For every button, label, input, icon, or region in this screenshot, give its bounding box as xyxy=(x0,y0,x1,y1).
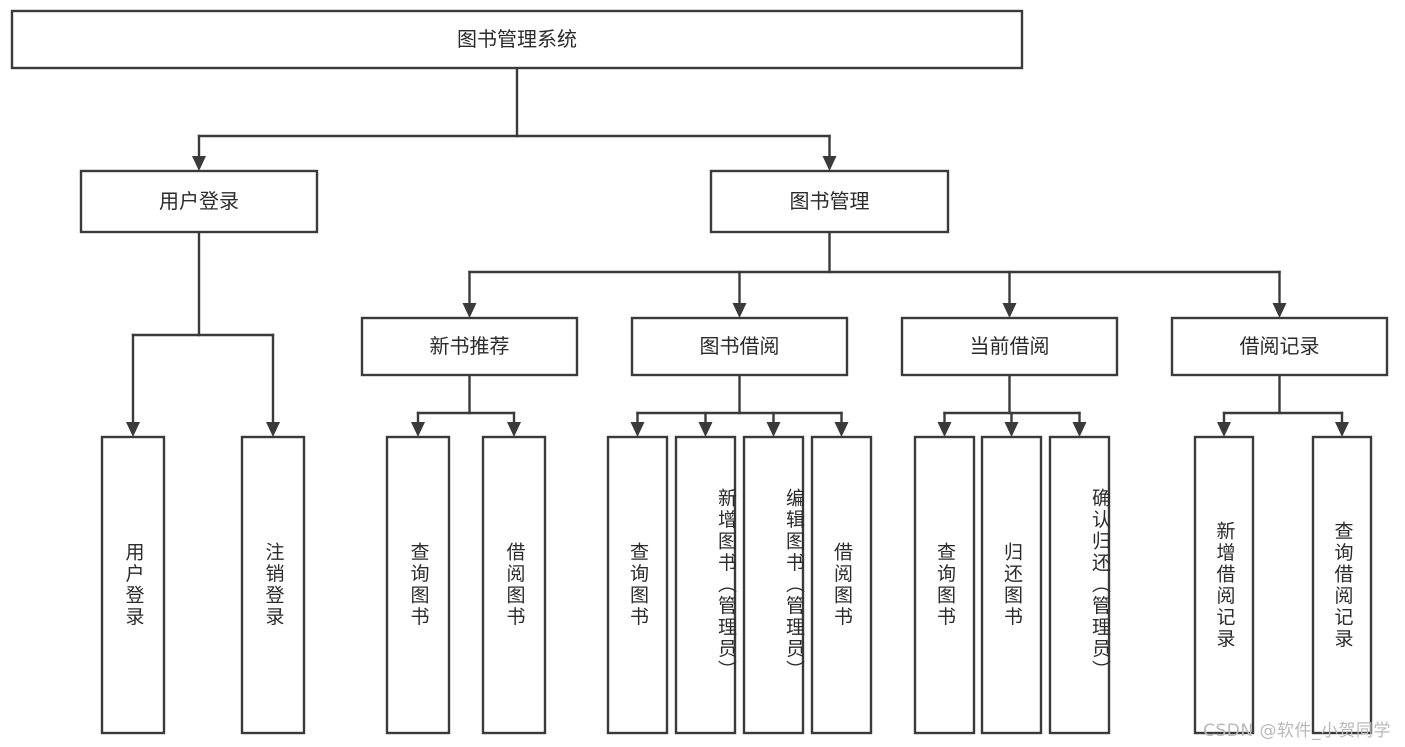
leaf-query-book-2-box[interactable] xyxy=(606,435,669,735)
leaf-user-login-arrow-icon xyxy=(126,422,140,437)
current-borrow-box[interactable] xyxy=(900,316,1119,377)
borrow-record-label: 借阅记录 xyxy=(1240,334,1320,358)
boxes-layer xyxy=(10,9,1389,735)
leaf-add-book-arrow-icon xyxy=(698,422,713,437)
new-book-recommend-arrow-icon xyxy=(462,303,477,318)
leaf-query-record-box[interactable] xyxy=(1311,435,1373,735)
user-login-box[interactable] xyxy=(79,169,319,234)
leaf-logout-box[interactable] xyxy=(240,435,306,735)
leaf-query-book-1-arrow-icon xyxy=(411,422,425,437)
leaf-user-login-box[interactable] xyxy=(100,435,166,735)
leaf-query-record-arrow-icon xyxy=(1335,422,1349,437)
book-borrow-box[interactable] xyxy=(630,316,849,377)
book-borrow-label: 图书借阅 xyxy=(700,334,780,358)
leaf-edit-book-box[interactable] xyxy=(742,435,805,735)
leaf-logout-arrow-icon xyxy=(266,422,280,437)
leaf-edit-book-arrow-icon xyxy=(766,422,781,437)
user-login-arrow-icon xyxy=(192,156,206,171)
leaf-add-record-arrow-icon xyxy=(1217,422,1231,437)
book-management-arrow-icon xyxy=(822,156,837,171)
leaf-query-book-3-box[interactable] xyxy=(913,435,976,735)
user-login-label: 用户登录 xyxy=(159,189,239,213)
leaf-query-book-1-box[interactable] xyxy=(385,435,451,735)
leaf-borrow-book-1-box[interactable] xyxy=(481,435,547,735)
current-borrow-label: 当前借阅 xyxy=(970,334,1050,358)
connectors-layer xyxy=(126,66,1349,437)
root-box[interactable] xyxy=(10,9,1024,70)
leaf-return-book-arrow-icon xyxy=(1004,422,1019,437)
leaf-borrow-book-2-arrow-icon xyxy=(834,422,849,437)
book-management-label: 图书管理 xyxy=(790,189,870,213)
new-book-recommend-label: 新书推荐 xyxy=(430,334,510,358)
root-label: 图书管理系统 xyxy=(457,27,577,51)
new-book-recommend-box[interactable] xyxy=(360,316,579,377)
leaf-borrow-book-2-box[interactable] xyxy=(810,435,873,735)
book-management-box[interactable] xyxy=(709,169,950,234)
leaf-query-book-3-arrow-icon xyxy=(937,422,952,437)
leaf-query-book-2-arrow-icon xyxy=(630,422,645,437)
leaf-borrow-book-1-arrow-icon xyxy=(507,422,521,437)
current-borrow-arrow-icon xyxy=(1002,303,1017,318)
leaf-add-book-box[interactable] xyxy=(674,435,737,735)
borrow-record-arrow-icon xyxy=(1272,303,1287,318)
leaf-return-book-box[interactable] xyxy=(980,435,1043,735)
leaf-confirm-return-box[interactable] xyxy=(1048,435,1111,735)
book-borrow-arrow-icon xyxy=(732,303,747,318)
borrow-record-box[interactable] xyxy=(1170,316,1389,377)
watermark: CSDN @软件_小贺同学 xyxy=(1203,721,1391,741)
leaf-confirm-return-arrow-icon xyxy=(1072,422,1087,437)
leaf-add-record-box[interactable] xyxy=(1193,435,1255,735)
